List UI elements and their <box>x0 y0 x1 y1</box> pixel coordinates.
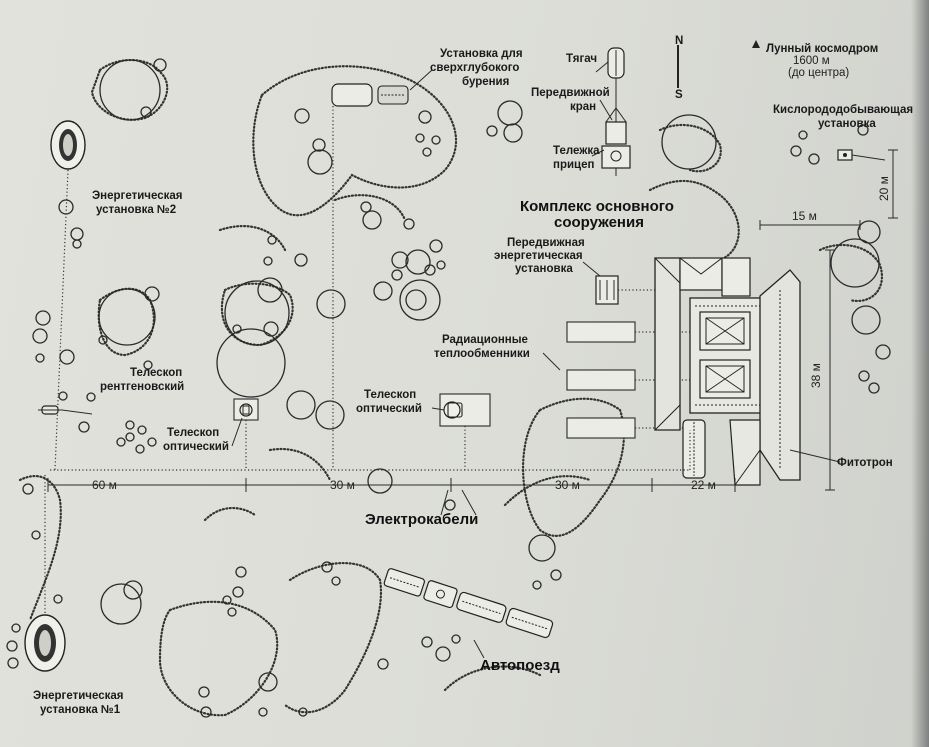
dimension-line <box>47 478 736 492</box>
oxygen-plant-label-1: Кислорододобывающая <box>773 104 913 116</box>
road-train-label: Автопоезд <box>480 657 560 674</box>
crater-rims <box>18 58 883 717</box>
power-unit-1 <box>24 614 66 672</box>
deep-drilling-unit <box>331 83 409 470</box>
radiators-label-2: теплообменники <box>434 348 530 360</box>
drilling-label-2: сверхглубокого <box>430 62 519 74</box>
optical-telescope2-label-1: Телескоп <box>364 389 416 401</box>
dim-30m-a: 30 м <box>330 478 355 492</box>
right-dimensions <box>759 149 898 491</box>
optical-telescope1-label-1: Телескоп <box>167 427 219 439</box>
mobile-power-label-2: энергетическая <box>494 250 583 262</box>
dim-38m: 38 м <box>809 363 823 388</box>
mobile-power-label-3: установка <box>515 263 573 275</box>
tractor-crane-trailer <box>601 47 631 176</box>
crane-label-2: кран <box>570 101 596 113</box>
labels: Лунный космодром 1600 м (до центра) Кисл… <box>33 43 913 716</box>
small-craters <box>6 58 891 718</box>
cable-vertical-left <box>54 169 69 471</box>
cosmodrome-distance: 1600 м <box>793 55 830 67</box>
road-train <box>383 568 554 639</box>
leader-lines <box>61 61 841 659</box>
dim-60m: 60 м <box>92 478 117 492</box>
main-complex-label-1: Комплекс основного <box>520 198 674 215</box>
drilling-label-3: бурения <box>462 76 509 88</box>
optical-telescope-2 <box>439 393 491 470</box>
cosmodrome-arrow-icon <box>752 40 760 48</box>
cosmodrome-note: (до центра) <box>788 67 849 79</box>
xray-telescope-label-2: рентгеновский <box>100 381 184 393</box>
power2-label-2: установка №2 <box>96 204 176 216</box>
optical-telescope2-label-2: оптический <box>356 403 422 415</box>
cosmodrome-label: Лунный космодром <box>766 43 878 55</box>
power1-label-1: Энергетическая <box>33 690 123 702</box>
oxygen-plant <box>837 149 886 161</box>
phytotron-label: Фитотрон <box>837 457 893 469</box>
power-unit-2 <box>50 120 86 170</box>
main-complex <box>654 257 801 486</box>
compass-north-label: N <box>675 35 683 47</box>
page-edge-shadow <box>911 0 929 747</box>
radiators-label-1: Радиационные <box>442 334 528 346</box>
mobile-power-label-1: Передвижная <box>507 237 585 249</box>
crane-label-1: Передвижной <box>531 87 610 99</box>
compass-south-label: S <box>675 89 683 101</box>
main-complex-label-2: сооружения <box>554 214 644 231</box>
cables-label: Электрокабели <box>365 511 478 528</box>
dim-15m: 15 м <box>792 209 817 223</box>
dimension-labels: 60 м 30 м 30 м 22 м 15 м 20 м 38 м <box>92 176 891 492</box>
xray-telescope <box>38 405 62 415</box>
xray-telescope-label-1: Телескоп <box>130 367 182 379</box>
optical-telescope-1 <box>233 398 259 470</box>
power1-label-2: установка №1 <box>40 704 121 716</box>
radiation-heat-exchangers <box>566 321 690 439</box>
optical-telescope1-label-2: оптический <box>163 441 229 453</box>
drilling-label-1: Установка для <box>440 48 523 60</box>
power2-label-1: Энергетическая <box>92 190 182 202</box>
mobile-power-unit <box>595 275 680 305</box>
oxygen-plant-label-2: установка <box>818 118 876 130</box>
trailer-label-2: прицеп <box>553 159 595 171</box>
dim-22m: 22 м <box>691 478 716 492</box>
trailer-label-1: Тележка <box>553 145 600 157</box>
tractor-label: Тягач <box>566 53 597 65</box>
dim-30m-b: 30 м <box>555 478 580 492</box>
compass: N S <box>675 35 683 101</box>
dim-20m: 20 м <box>877 176 891 201</box>
